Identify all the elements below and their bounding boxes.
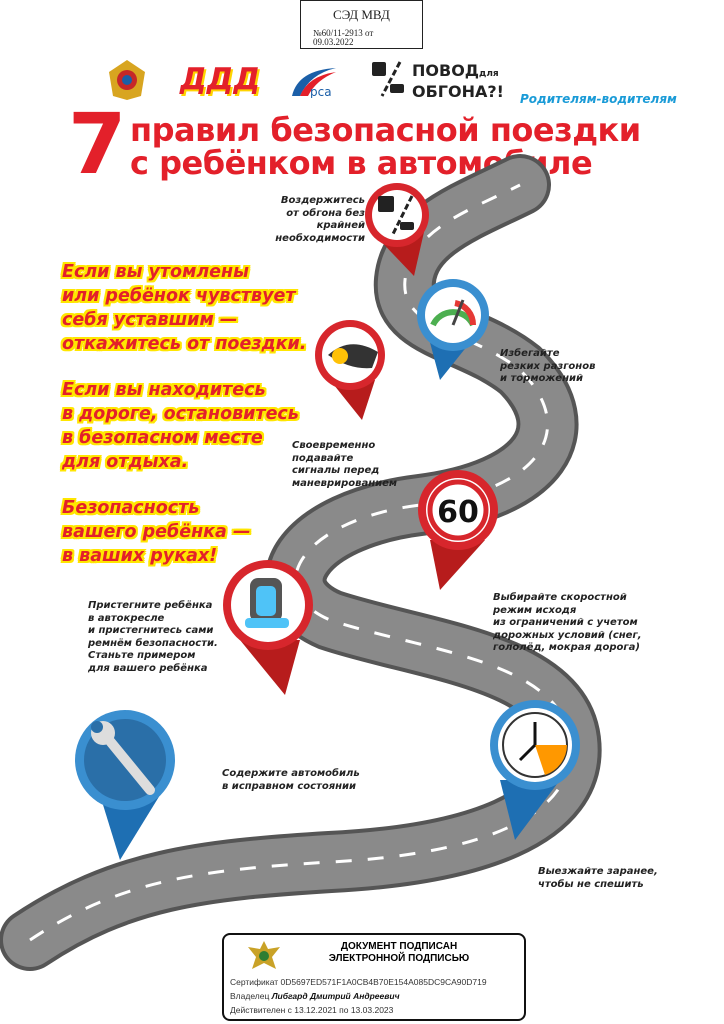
stamp-system: СЭД МВД [333, 7, 390, 22]
overtaking-logo-icon [372, 61, 404, 97]
title-line-1: правил безопасной поездки [130, 111, 641, 149]
audience-label: Родителям-водителям [520, 92, 677, 106]
pin-wrench [75, 710, 175, 860]
clock-icon [502, 712, 568, 778]
pin-car-seat [223, 560, 313, 695]
certificate-line: Сертификат 0D5697ED571F1A0CB4B70E154A085… [230, 977, 487, 987]
headlight-icon [328, 344, 378, 369]
validity-line: Действителен с 13.12.2021 по 13.03.2023 [230, 1005, 394, 1015]
pin-headlight [315, 320, 385, 420]
car-seat-icon [245, 578, 289, 628]
pin-speed-limit: 60 [418, 470, 498, 590]
rsa-logo: рса [292, 68, 336, 98]
svg-text:рса: рса [310, 85, 332, 98]
svg-text:60: 60 [437, 495, 479, 530]
wrench-icon [91, 721, 155, 795]
overtaking-icon [378, 195, 414, 237]
rule-caption-time: Выезжайте заранее,чтобы не спешить [538, 866, 658, 890]
owner-line: Владелец Либгард Дмитрий Андреевич [230, 991, 400, 1001]
gibdd-emblem-icon [109, 60, 145, 100]
pin-clock [490, 700, 580, 840]
pin-speedometer [417, 279, 489, 380]
title-number: 7 [68, 95, 127, 193]
mvd-emblem-icon [248, 941, 280, 969]
speed-limit-icon: 60 [427, 479, 489, 541]
speedometer-icon [430, 299, 477, 327]
ddd-logo: ДДД [180, 62, 261, 97]
pin-overtaking [365, 183, 429, 276]
